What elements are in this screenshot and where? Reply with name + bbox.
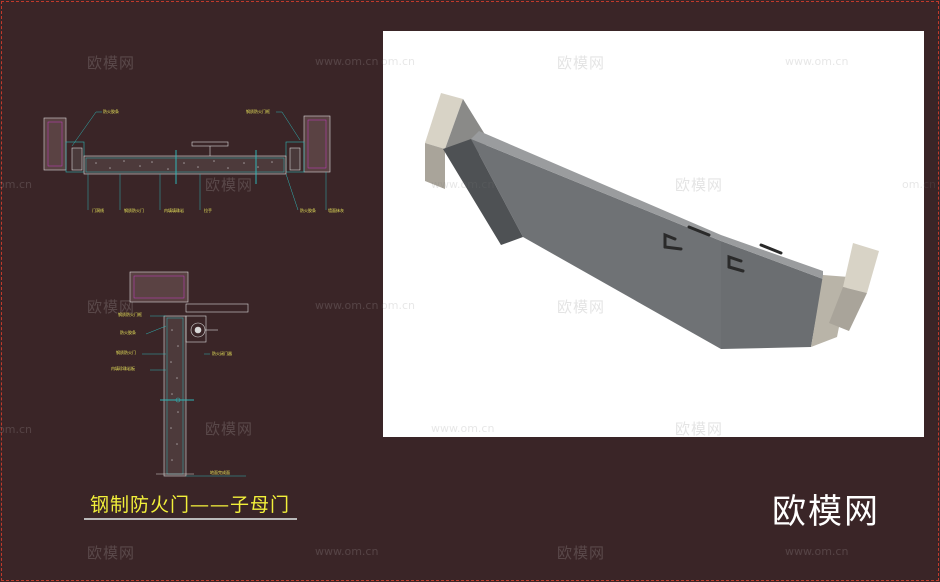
right-jamb-face <box>811 275 849 347</box>
label-steel-frame: 钢质防火门框 <box>246 109 270 114</box>
section-leader-lines <box>142 315 246 477</box>
label-handle: 拉手 <box>204 208 212 213</box>
door-leaf-top-edge <box>471 131 721 241</box>
brand-logo-text: 欧模网 <box>772 492 880 532</box>
label-section-fire-strip: 防火胶条 <box>120 330 136 335</box>
label-fire-strip: 防火胶条 <box>103 109 119 114</box>
label-section-steel-door: 钢质防火门 <box>116 350 136 355</box>
label-filler: 内填填珠岩 <box>164 208 184 213</box>
label-section-closer: 防火闭门器 <box>212 351 232 356</box>
left-jamb-face <box>425 143 445 189</box>
label-door-frame: 门洞线 <box>92 208 104 213</box>
door-leaf-secondary-top <box>721 235 823 279</box>
cad-linework <box>43 111 331 477</box>
plan-right-wall <box>285 115 331 173</box>
label-section-filler-board: 内填珍珠岩板 <box>111 366 135 371</box>
plan-leader-lines <box>71 111 327 211</box>
cad-drawing-panel: 防火胶条 钢质防火门框 门洞线 钢质防火门 内填填珠岩 拉手 防火胶条 墙面抹灰… <box>0 0 380 582</box>
door-leaf-secondary <box>721 241 823 349</box>
door-leaf-side <box>443 139 523 245</box>
right-jamb-top <box>843 243 879 293</box>
label-section-steel-frame: 钢质防火门框 <box>118 312 142 317</box>
plan-left-wall <box>43 117 85 173</box>
right-jamb-side <box>829 287 867 331</box>
left-jamb-top <box>425 93 463 149</box>
label-steel-door: 钢质防火门 <box>124 208 144 213</box>
label-wall-plaster: 墙面抹灰 <box>328 208 344 213</box>
section-door-leaf <box>160 315 194 477</box>
section-closer <box>185 303 249 343</box>
door-leaf-main <box>471 139 721 349</box>
label-fire-strip-right: 防火胶条 <box>300 208 316 213</box>
door-render-image <box>425 93 879 349</box>
door-render-panel: om.cn 欧模网 www.om.cn www.om.cn 欧模网 om.cn … <box>381 31 936 438</box>
drawing-title: 钢制防火门——子母门 <box>90 494 291 516</box>
section-head-wall <box>129 271 189 303</box>
label-section-floor-line: 地面完成面 <box>210 470 230 475</box>
plan-door-leaf <box>83 141 287 184</box>
drawing-title-underline <box>84 518 297 520</box>
door-handles <box>663 225 783 273</box>
